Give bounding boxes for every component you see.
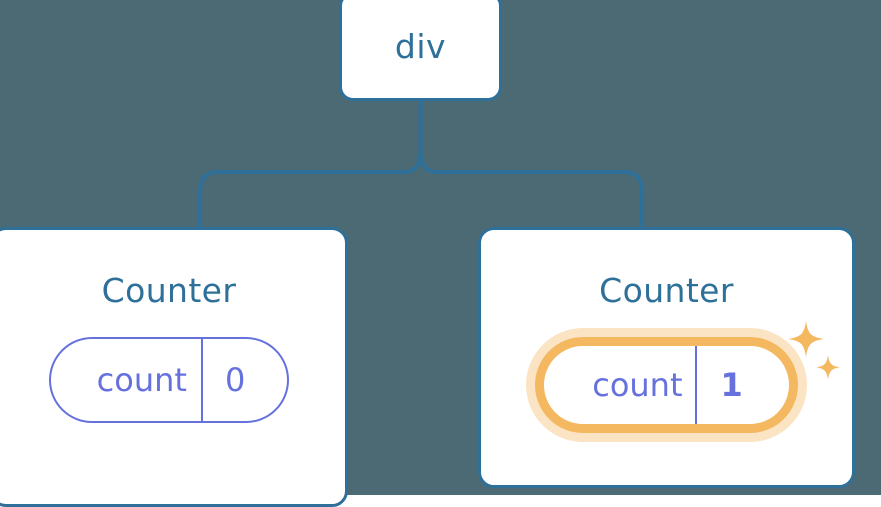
connector-branch-right [418,149,644,228]
node-counter-left-title: Counter [101,271,237,310]
node-counter-right-title: Counter [599,271,734,310]
node-counter-right[interactable]: Counter count 1 [478,227,855,488]
state-pill-wrap-right: count 1 [535,321,840,433]
sparkle-small-icon [815,355,840,380]
state-key-label: count [592,366,683,404]
node-counter-left[interactable]: Counter count 0 [0,227,348,507]
node-div-label: div [394,27,447,66]
connector-branch-left [198,149,423,228]
state-pill-wrap-left: count 0 [48,337,290,423]
connector-lines [198,100,644,228]
state-pill-count-left[interactable]: count 0 [48,337,290,423]
node-div[interactable]: div [339,0,502,101]
state-value-label: 0 [200,339,287,421]
state-pill-count-right[interactable]: count 1 [535,337,798,433]
state-key-label: count [96,361,187,399]
state-value-label: 1 [694,346,789,424]
sparkle-large-icon [787,321,824,357]
